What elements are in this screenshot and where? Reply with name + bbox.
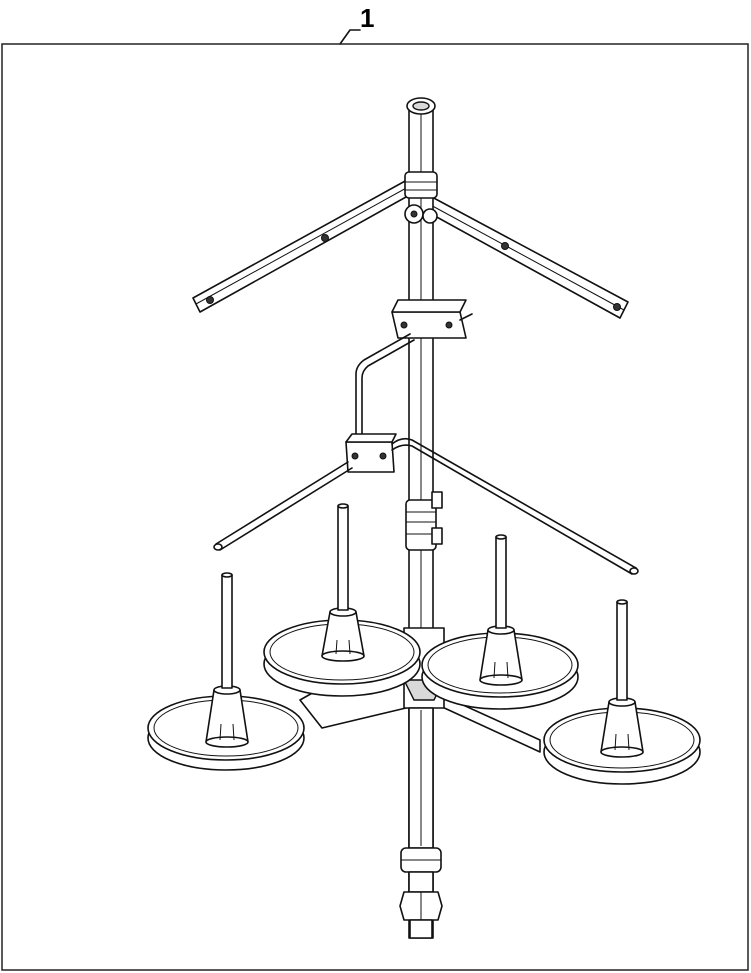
lower-guide-block: [345, 433, 397, 473]
bottom-nut: [399, 891, 443, 939]
top-clamp: [404, 171, 438, 224]
upper-guide-block: [391, 299, 473, 339]
top-arm-left: [192, 179, 416, 313]
spool-plate-1: [147, 572, 305, 771]
drawing-frame: [1, 43, 749, 971]
middle-coupling: [405, 491, 443, 551]
guide-rod: [355, 333, 415, 447]
callout-leader: [339, 29, 361, 45]
spool-plate-4: [543, 599, 701, 785]
long-rod-left: [213, 461, 353, 551]
spool-plate-2: [263, 503, 421, 697]
long-rod-right: [391, 437, 639, 575]
part-callout: 1: [339, 3, 374, 45]
pole-lower-section: [408, 707, 434, 849]
spool-plate-3: [421, 534, 579, 710]
bottom-collar: [400, 847, 442, 893]
callout-label: 1: [360, 3, 374, 33]
